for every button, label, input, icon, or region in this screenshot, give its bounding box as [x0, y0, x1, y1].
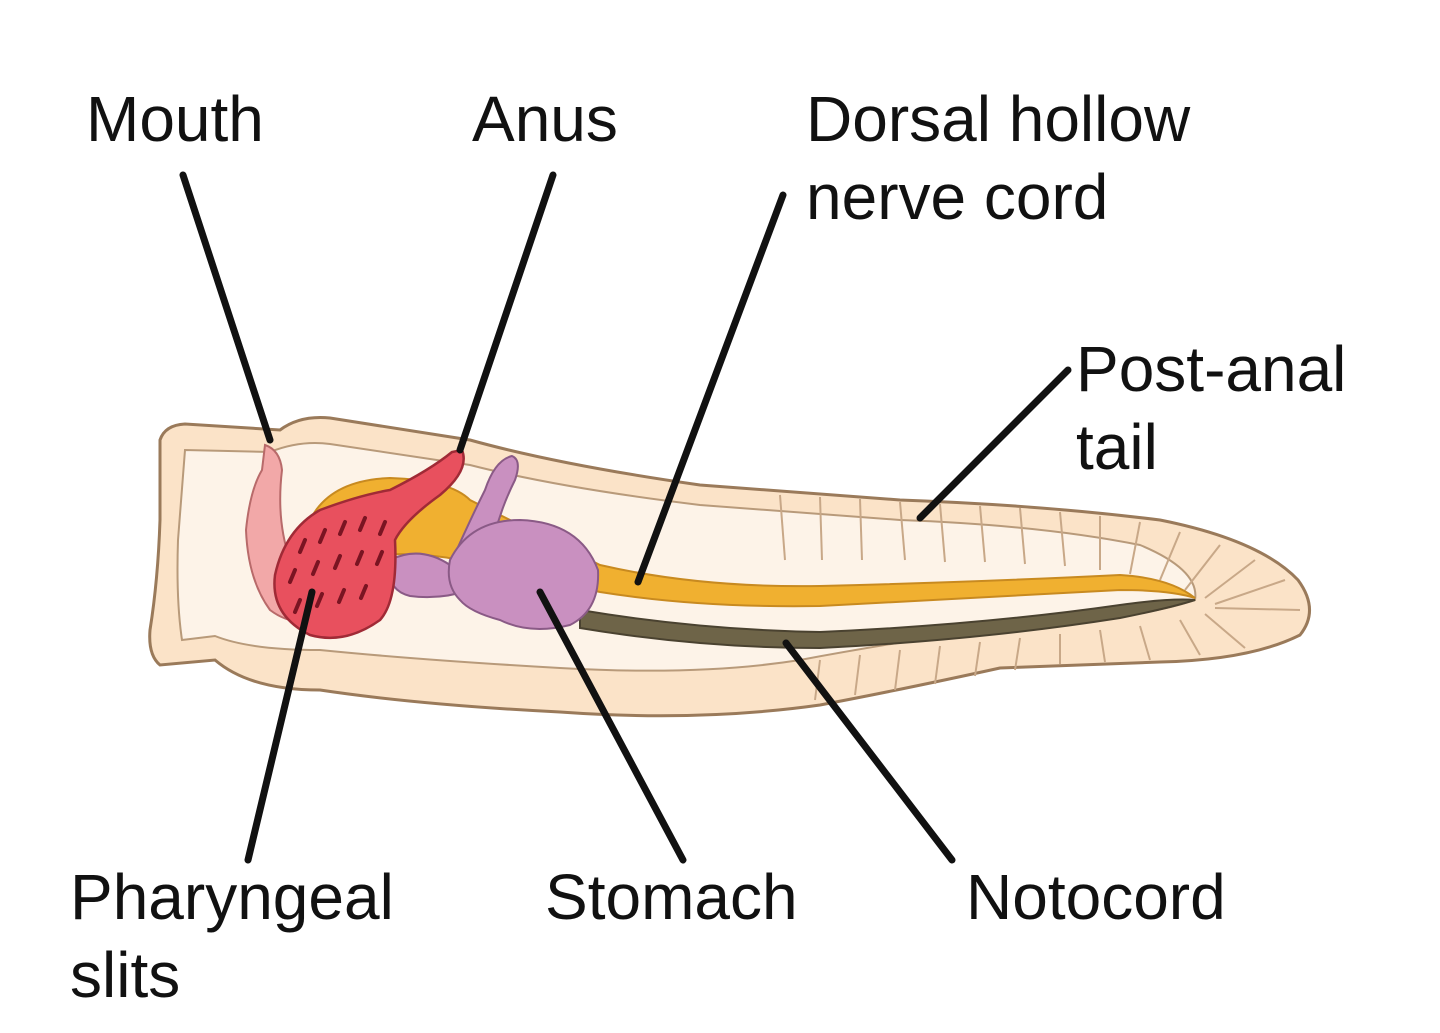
label-mouth: Mouth: [86, 83, 264, 155]
label-nerve-cord: Dorsal hollow nerve cord: [806, 80, 1190, 236]
label-tail-line2: tail: [1076, 411, 1158, 483]
label-tail-line1: Post-anal: [1076, 333, 1347, 405]
tail-fin-rays-upper: [779, 494, 1301, 611]
label-nerve-cord-line2: nerve cord: [806, 161, 1109, 233]
label-anus: Anus: [472, 83, 618, 155]
notocord-structure: [579, 598, 1196, 650]
label-notocord: Notocord: [966, 861, 1226, 933]
label-stomach: Stomach: [545, 861, 798, 933]
label-pharyngeal-line2: slits: [70, 939, 181, 1011]
leader-line-notocord: [782, 639, 956, 864]
label-nerve-cord-line1: Dorsal hollow: [806, 83, 1191, 155]
label-pharyngeal-slits: Pharyngeal slits: [70, 858, 394, 1014]
leader-line-pharyngeal: [244, 588, 316, 864]
label-tail: Post-anal tail: [1076, 330, 1346, 486]
leader-line-stomach: [536, 588, 687, 864]
leader-lines: [179, 171, 1072, 864]
pharynx-structure: [273, 448, 465, 640]
stomach-structure: [447, 518, 600, 630]
leader-line-nerve-cord: [634, 191, 787, 586]
leader-line-anus: [456, 171, 557, 454]
leader-line-mouth: [179, 171, 274, 444]
leader-line-tail: [916, 366, 1072, 522]
label-pharyngeal-line1: Pharyngeal: [70, 861, 394, 933]
pharyngeal-slit-marks: [288, 516, 387, 614]
